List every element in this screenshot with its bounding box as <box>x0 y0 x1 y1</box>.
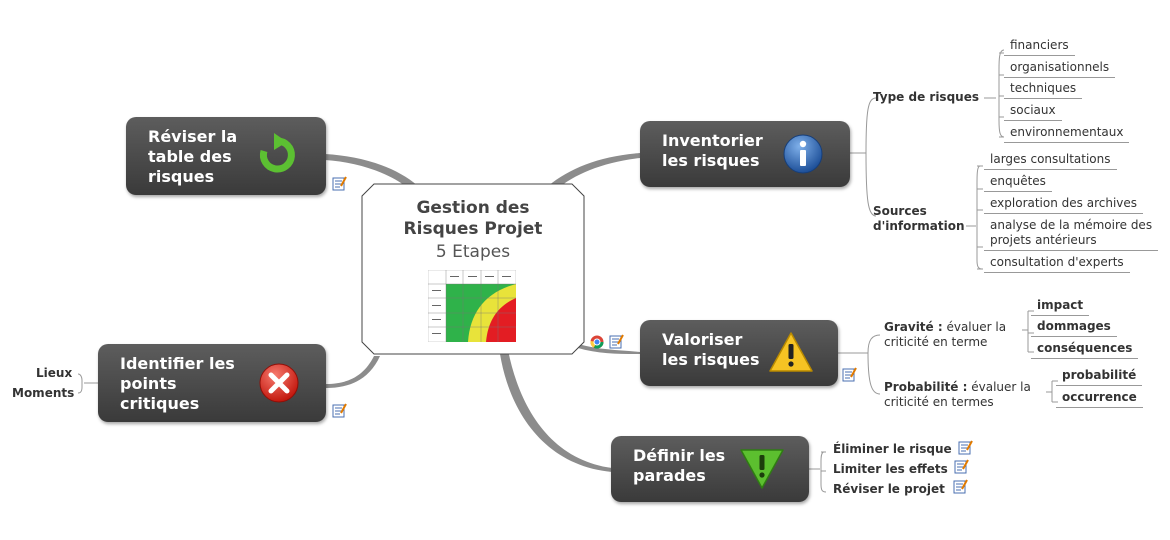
subtopic-gravite[interactable]: Gravité : évaluer la criticité en terme <box>884 320 1006 350</box>
leaf-source-1[interactable]: enquêtes <box>984 174 1052 192</box>
warning-icon <box>769 332 813 372</box>
green-down-arrow-icon <box>740 449 784 489</box>
leaf-type-0[interactable]: financiers <box>1004 38 1075 56</box>
topic-identifier-label: Identifier les points critiques <box>120 354 235 413</box>
identifier-item-1[interactable]: Moments <box>12 386 75 400</box>
topic-valoriser[interactable]: Valoriser les risques <box>640 320 838 386</box>
leaf-type-4[interactable]: environnementaux <box>1004 125 1130 143</box>
leaf-proba-1[interactable]: occurrence <box>1056 390 1143 408</box>
proba-bold: Probabilité : <box>884 380 968 394</box>
link-valoriser <box>578 344 640 354</box>
connector-sources <box>966 165 983 270</box>
leaf-source-4[interactable]: consultation d'experts <box>984 255 1130 273</box>
leaf-source-3[interactable]: analyse de la mémoire des projets antéri… <box>984 218 1159 251</box>
note-icon[interactable] <box>332 176 347 191</box>
connector-gravite <box>1022 310 1034 353</box>
note-icon[interactable] <box>958 440 973 455</box>
browser-link-icon[interactable] <box>590 335 604 349</box>
subtopic-probabilite[interactable]: Probabilité : évaluer la criticité en te… <box>884 380 1031 410</box>
topic-inventorier-label: Inventorier les risques <box>662 131 763 170</box>
subtopic-type-de-risques[interactable]: Type de risques <box>873 90 979 104</box>
identifier-item-0[interactable]: Lieux <box>36 366 73 380</box>
green-refresh-icon <box>259 133 295 173</box>
connector-identifier <box>77 373 98 394</box>
connector-valoriser-sub <box>838 334 881 395</box>
leaf-type-3[interactable]: sociaux <box>1004 103 1062 121</box>
connector-source-ticks <box>977 165 983 270</box>
gravite-bold: Gravité : <box>884 320 943 334</box>
note-icon[interactable] <box>954 459 969 474</box>
note-icon[interactable] <box>332 403 347 418</box>
central-title: Gestion des Risques Projet <box>403 198 543 239</box>
note-icon[interactable] <box>953 479 968 494</box>
leaf-gravite-0[interactable]: impact <box>1031 298 1090 316</box>
leaf-source-0[interactable]: larges consultations <box>984 152 1117 170</box>
topic-valoriser-label: Valoriser les risques <box>662 330 760 369</box>
topic-definir-label: Définir les parades <box>633 446 726 485</box>
link-identifier <box>326 356 380 388</box>
leaf-type-2[interactable]: techniques <box>1004 81 1083 99</box>
risk-matrix-image <box>428 270 516 342</box>
leaf-type-1[interactable]: organisationnels <box>1004 60 1116 78</box>
topic-inventorier[interactable]: Inventorier les risques <box>640 121 850 187</box>
leaf-proba-0[interactable]: probabilité <box>1056 368 1143 386</box>
definir-item-0[interactable]: Éliminer le risque <box>833 442 952 456</box>
central-topic-border <box>361 183 585 355</box>
proba-text: évaluer la criticité en termes <box>884 380 1031 409</box>
link-definir <box>500 350 612 472</box>
subtopic-sources[interactable]: Sources d'information <box>873 204 965 233</box>
definir-item-1[interactable]: Limiter les effets <box>833 462 948 476</box>
leaf-source-2[interactable]: exploration des archives <box>984 196 1144 214</box>
connector-definir <box>808 451 827 493</box>
connector-type-ticks <box>999 52 1004 138</box>
central-subtitle: 5 Etapes <box>435 242 511 262</box>
topic-identifier[interactable]: Identifier les points critiques <box>98 344 326 422</box>
link-reviser <box>325 154 418 188</box>
red-cross-icon <box>259 363 299 403</box>
connector-types <box>984 49 1005 138</box>
definir-item-2[interactable]: Réviser le projet <box>833 482 945 496</box>
note-icon[interactable] <box>842 367 857 382</box>
topic-definir[interactable]: Définir les parades <box>611 436 809 502</box>
leaf-gravite-1[interactable]: dommages <box>1031 319 1117 337</box>
connector-proba <box>1046 380 1058 403</box>
central-topic[interactable]: Gestion des Risques Projet 5 Etapes <box>362 184 584 354</box>
gravite-text: évaluer la criticité en terme <box>884 320 1007 349</box>
topic-reviser[interactable]: Réviser la table des risques <box>126 117 326 195</box>
connector-inventorier-sub <box>850 97 877 217</box>
note-icon[interactable] <box>609 334 624 349</box>
leaf-gravite-2[interactable]: conséquences <box>1031 341 1139 359</box>
topic-reviser-label: Réviser la table des risques <box>148 127 238 186</box>
info-icon <box>783 134 823 174</box>
